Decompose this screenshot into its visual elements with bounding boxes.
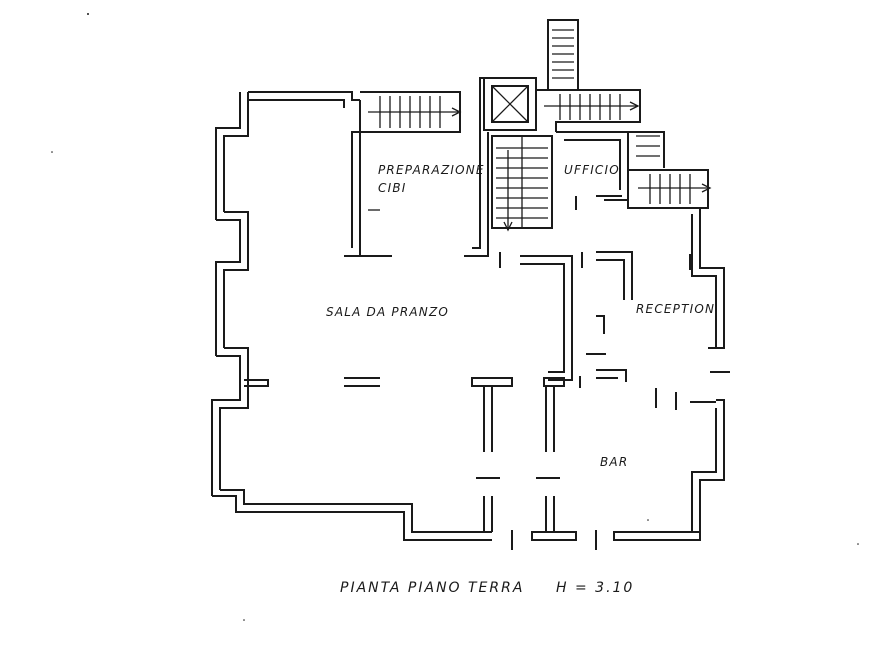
stair-ufficio-top — [536, 89, 641, 132]
label-preparazione-line1: PREPARAZIONE — [378, 163, 485, 177]
label-bar: BAR — [600, 455, 628, 469]
room-labels: PREPARAZIONE CIBI UFFICIO SALA DA PRANZO… — [326, 163, 715, 469]
stair-preparazione — [344, 77, 489, 257]
stair-top-right — [547, 19, 579, 91]
interior-walls — [244, 209, 730, 550]
caption-title: PIANTA PIANO TERRA — [340, 580, 524, 596]
outer-walls — [211, 91, 725, 541]
label-sala-da-pranzo: SALA DA PRANZO — [326, 305, 449, 319]
stair-reception — [604, 169, 712, 209]
plan-caption: PIANTA PIANO TERRA H = 3.10 — [340, 580, 634, 596]
label-reception: RECEPTION — [636, 302, 715, 316]
caption-height: H = 3.10 — [556, 580, 634, 596]
label-ufficio: UFFICIO — [564, 163, 620, 177]
scan-specks — [51, 13, 859, 621]
stair-central — [491, 135, 553, 232]
elevator-shaft — [483, 77, 537, 131]
label-preparazione-line2: CIBI — [378, 181, 407, 195]
